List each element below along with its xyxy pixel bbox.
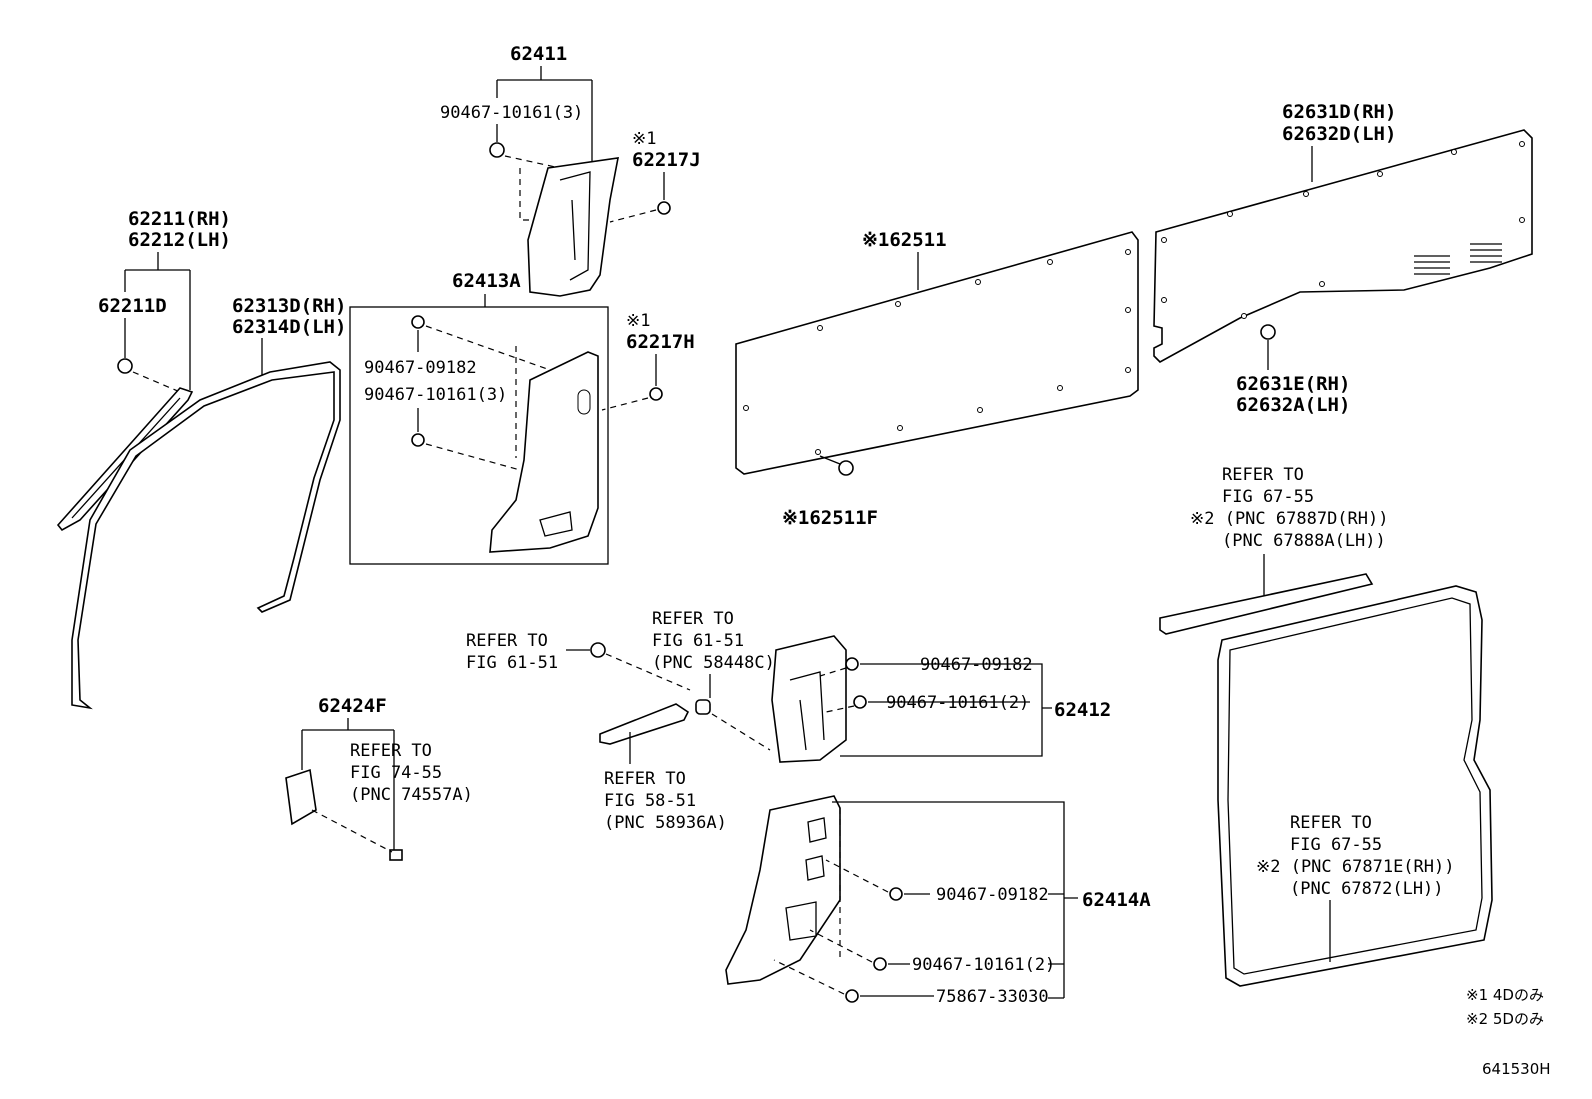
quarter-panel-62631D-icon: [1153, 129, 1533, 363]
notes: ※1 4Dのみ ※2 5Dのみ 641530H: [1466, 986, 1551, 1078]
note-1: ※1 4Dのみ: [1466, 986, 1544, 1004]
ref-67-55-top-line3: ※2 (PNC 67887D(RH)): [1190, 509, 1388, 529]
label-62632D: 62632D(LH): [1282, 123, 1396, 145]
pillar-trim-62412-icon: [771, 635, 847, 763]
label-75867-33030: 75867-33030: [936, 987, 1049, 1007]
group-62511: ※162511 ※162511F: [735, 229, 1139, 529]
label-90467-10161-3-box: 90467-10161(3): [364, 385, 507, 405]
label-90467-09182-box: 90467-09182: [364, 358, 477, 378]
label-62217H: 62217H: [626, 331, 695, 353]
ref-67-55-bot-line3: ※2 (PNC 67871E(RH)): [1256, 857, 1454, 877]
group-ref-67-55-top: REFER TO FIG 67-55 ※2 (PNC 67887D(RH)) (…: [1159, 465, 1493, 987]
panel-holes: [743, 249, 1131, 455]
clip-62511F-icon: [838, 460, 854, 476]
clip-icon: [845, 657, 859, 671]
ref-67-55-top-line2: FIG 67-55: [1222, 487, 1314, 507]
strap-bracket-icon: [599, 703, 690, 745]
vent-icon: [1414, 243, 1502, 275]
ref-61-51-b-line2: FIG 61-51: [652, 631, 744, 651]
back-door-weatherstrip-icon: [1217, 585, 1493, 987]
bolt-icon: [590, 642, 606, 658]
label-90467-10161-3-top: 90467-10161(3): [440, 103, 583, 123]
group-62631D: 62631D(RH) 62632D(LH) 62631E(RH) 62632A(…: [1153, 101, 1533, 416]
figure-code: 641530H: [1482, 1060, 1551, 1078]
mark1-b: ※1: [626, 311, 650, 331]
ref-61-51-b-line3: (PNC 58448C): [652, 653, 775, 673]
label-62314D: 62314D(LH): [232, 316, 346, 338]
label-62217J: 62217J: [632, 149, 701, 171]
label-62631D: 62631D(RH): [1282, 101, 1396, 123]
clip-icon: [845, 989, 859, 1003]
quarter-trim-62414A-icon: [725, 795, 841, 985]
group-ref-67-55-bottom: REFER TO FIG 67-55 ※2 (PNC 67871E(RH)) (…: [1256, 813, 1454, 962]
back-door-panel-62511-icon: [735, 231, 1139, 475]
belt-moulding-icon: [1159, 573, 1374, 635]
mark1-a: ※1: [632, 129, 656, 149]
clip-icon: [411, 315, 425, 329]
label-90467-09182-mid: 90467-09182: [920, 655, 1033, 675]
label-62211D: 62211D: [98, 295, 167, 317]
clip-62631E-icon: [1260, 324, 1276, 340]
panel-holes: [1161, 141, 1525, 319]
slot-icon: [577, 389, 591, 415]
ref-74-55-line2: FIG 74-55: [350, 763, 442, 783]
clip-62211D-icon: [117, 358, 133, 374]
hook-bracket-62424F-icon: [285, 768, 317, 826]
label-90467-09182-low: 90467-09182: [936, 885, 1049, 905]
ref-67-55-top-line1: REFER TO: [1222, 465, 1304, 485]
group-62412: REFER TO FIG 61-51 REFER TO FIG 61-51 (P…: [466, 609, 1111, 833]
clip-icon: [873, 957, 887, 971]
bushing-icon: [695, 699, 711, 715]
label-62414A: 62414A: [1082, 889, 1151, 911]
label-62424F: 62424F: [318, 695, 387, 717]
label-62412: 62412: [1054, 699, 1111, 721]
clip-icon: [411, 433, 425, 447]
group-62414A: 90467-09182 62414A 90467-10161(2) 75867-…: [725, 795, 1151, 1007]
cap-icon: [389, 849, 403, 861]
group-62413A: 62413A 90467-09182 90467-10161(3): [349, 270, 609, 565]
group-62217H: ※1 62217H: [601, 311, 695, 411]
quarter-trim-62413A-icon: [489, 351, 599, 553]
ref-58-51-line1: REFER TO: [604, 769, 686, 789]
ref-67-55-bot-line1: REFER TO: [1290, 813, 1372, 833]
group-62211: 62211(RH) 62212(LH) 62211D: [56, 208, 231, 532]
label-62211: 62211(RH): [128, 208, 231, 230]
label-90467-10161-2-low: 90467-10161(2): [912, 955, 1055, 975]
clip-icon: [853, 695, 867, 709]
label-62313D: 62313D(RH): [232, 295, 346, 317]
door-opening-weatherstrip-icon: [71, 361, 341, 710]
group-62313D: 62313D(RH) 62314D(LH): [71, 295, 346, 710]
label-62413A: 62413A: [452, 270, 521, 292]
label-62511: ※162511: [862, 229, 947, 251]
clip-62217H-icon: [649, 387, 663, 401]
ref-67-55-bot-line4: (PNC 67872(LH)): [1290, 879, 1444, 899]
note-2: ※2 5Dのみ: [1466, 1010, 1544, 1028]
box-62413A: [349, 306, 609, 565]
clip-icon: [489, 142, 505, 158]
clip-icon: [889, 887, 903, 901]
ref-67-55-top-line4: (PNC 67888A(LH)): [1222, 531, 1386, 551]
ref-61-51-a-line1: REFER TO: [466, 631, 548, 651]
label-62511F: ※162511F: [782, 507, 878, 529]
ref-74-55-line3: (PNC 74557A): [350, 785, 473, 805]
ref-67-55-bot-line2: FIG 67-55: [1290, 835, 1382, 855]
label-62631E: 62631E(RH): [1236, 373, 1350, 395]
ref-61-51-b-line1: REFER TO: [652, 609, 734, 629]
label-62212: 62212(LH): [128, 229, 231, 251]
label-90467-10161-2-mid: 90467-10161(2): [886, 693, 1029, 713]
clip-62217J-icon: [657, 201, 671, 215]
ref-61-51-a-line2: FIG 61-51: [466, 653, 558, 673]
group-62411: 62411 90467-10161(3) ※1 62217J: [440, 43, 701, 297]
label-62632A: 62632A(LH): [1236, 394, 1350, 416]
group-62424F: 62424F REFER TO FIG 74-55 (PNC 74557A): [285, 695, 473, 861]
ref-74-55-line1: REFER TO: [350, 741, 432, 761]
label-62411: 62411: [510, 43, 567, 65]
ref-58-51-line2: FIG 58-51: [604, 791, 696, 811]
ref-58-51-line3: (PNC 58936A): [604, 813, 727, 833]
